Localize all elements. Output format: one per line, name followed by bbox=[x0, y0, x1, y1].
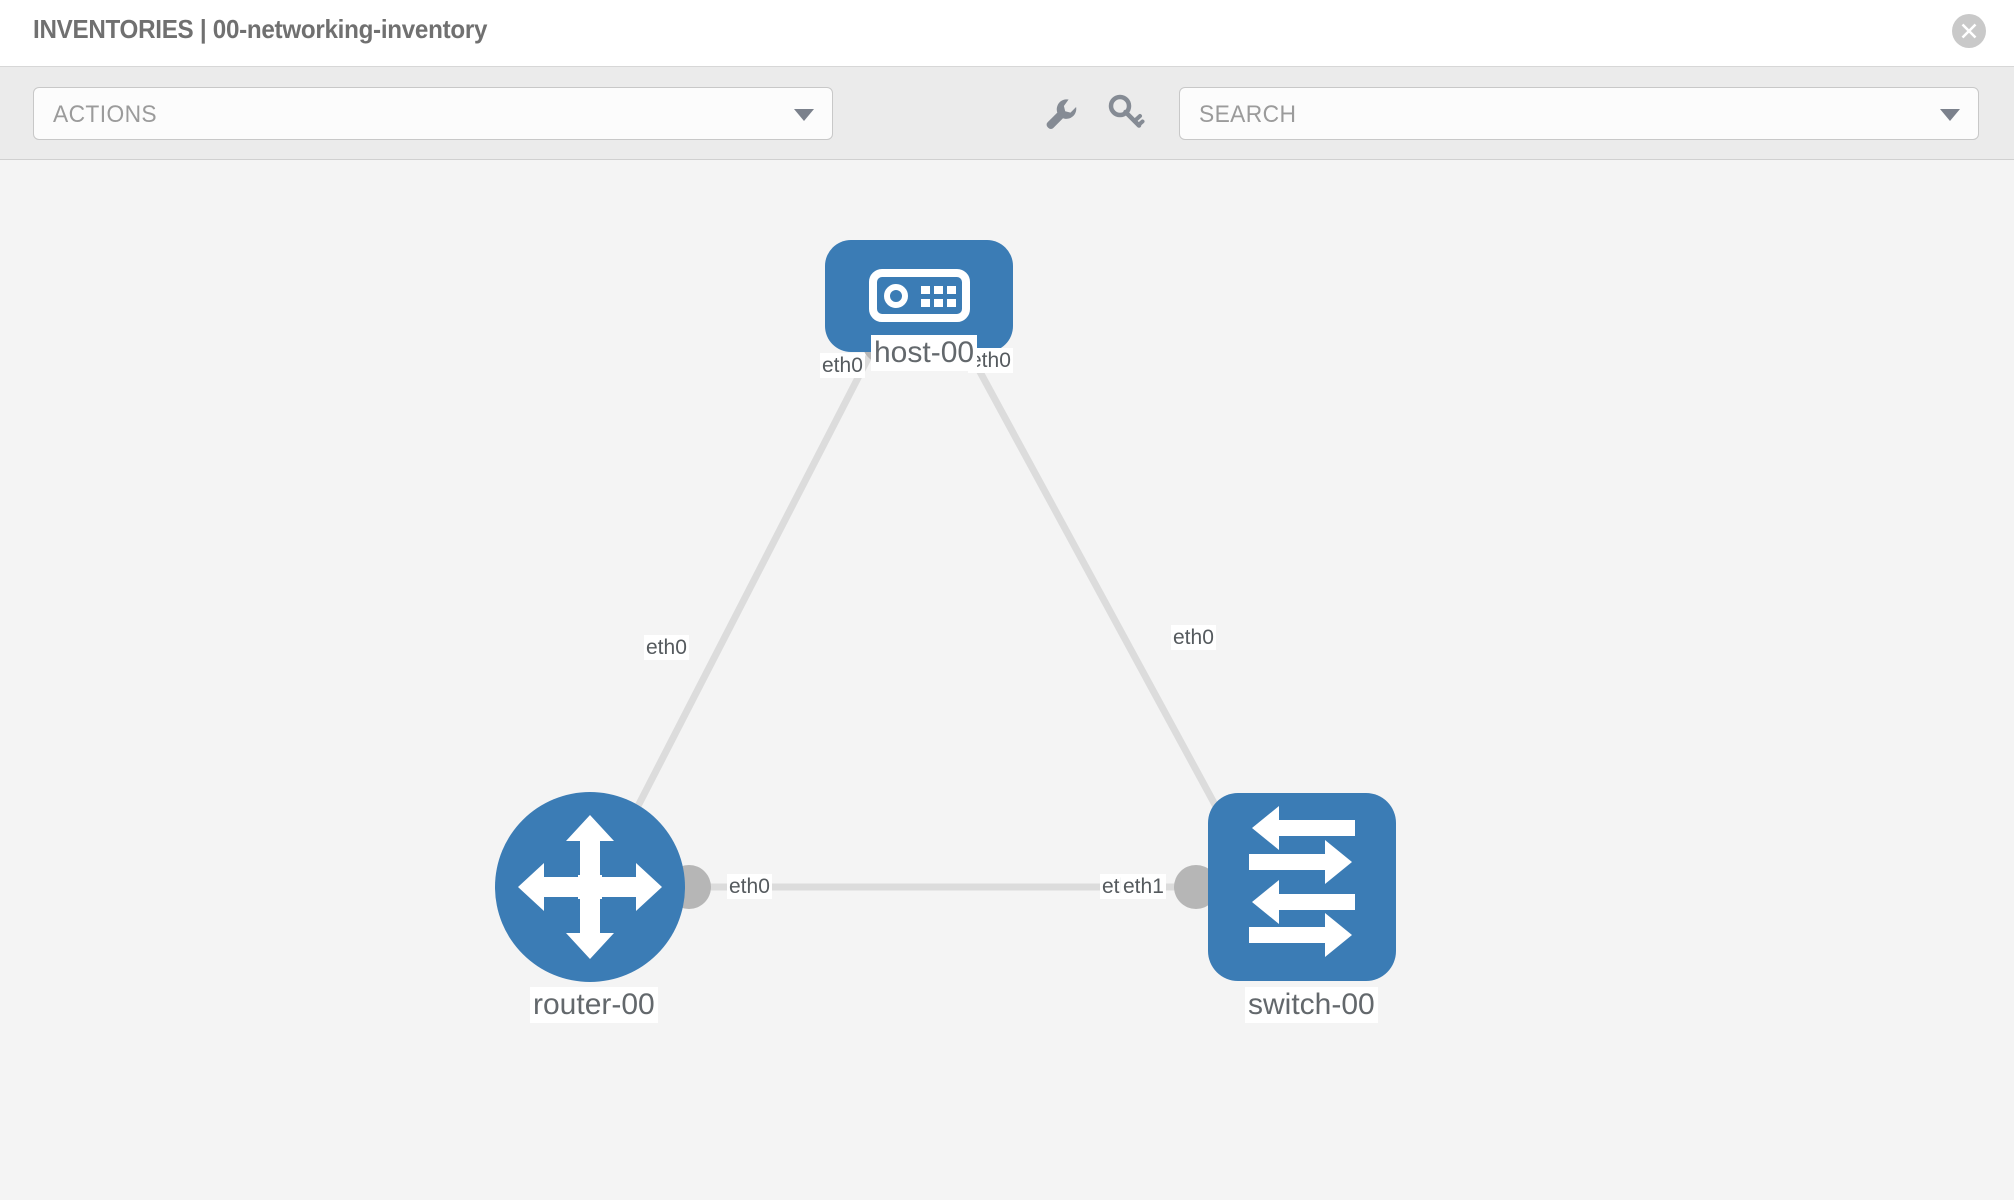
actions-dropdown-label: ACTIONS bbox=[53, 101, 158, 128]
iface-label[interactable]: eth0 bbox=[727, 874, 772, 899]
node-router-00[interactable] bbox=[495, 792, 685, 982]
chevron-down-icon bbox=[794, 109, 814, 121]
link-host00-router00[interactable] bbox=[596, 333, 884, 882]
search-chevron-down-icon[interactable] bbox=[1940, 109, 1960, 121]
page-header: INVENTORIES | 00-networking-inventory bbox=[0, 0, 2014, 67]
page-title: INVENTORIES | 00-networking-inventory bbox=[33, 14, 488, 44]
link-host00-switch00[interactable] bbox=[956, 333, 1249, 862]
search-placeholder: SEARCH bbox=[1199, 101, 1297, 128]
iface-label[interactable]: eth0 bbox=[644, 635, 689, 660]
close-icon bbox=[1961, 23, 1977, 39]
node-label-switch-00[interactable]: switch-00 bbox=[1245, 987, 1378, 1023]
wrench-icon bbox=[1046, 99, 1077, 129]
close-button[interactable] bbox=[1952, 14, 1986, 48]
topology-links bbox=[596, 333, 1249, 891]
actions-dropdown[interactable]: ACTIONS bbox=[33, 87, 833, 140]
key-button[interactable] bbox=[1104, 91, 1148, 135]
server-icon bbox=[869, 269, 970, 322]
node-label-host-00[interactable]: host-00 bbox=[871, 335, 978, 371]
iface-label[interactable]: eth0 bbox=[820, 353, 865, 378]
toolbar: ACTIONS SEARCH bbox=[0, 67, 2014, 160]
topology-graph bbox=[495, 240, 1396, 982]
wrench-button[interactable] bbox=[1038, 91, 1082, 135]
connector-switch00-west[interactable] bbox=[1174, 865, 1218, 909]
node-switch-00[interactable] bbox=[1208, 793, 1396, 981]
topology-connectors bbox=[667, 320, 1256, 909]
search-input[interactable]: SEARCH bbox=[1179, 87, 1979, 140]
switch-icon bbox=[1249, 806, 1355, 957]
node-host-00[interactable] bbox=[825, 240, 1013, 352]
iface-label[interactable]: eth0 bbox=[1171, 625, 1216, 650]
topology-canvas[interactable]: eth0 eth0 eth0 eth0 eth0 eth eth1 host-0… bbox=[0, 160, 2014, 1200]
router-icon bbox=[518, 815, 662, 959]
iface-label[interactable]: eth1 bbox=[1121, 874, 1166, 899]
key-icon bbox=[1108, 94, 1145, 128]
node-label-router-00[interactable]: router-00 bbox=[530, 987, 658, 1023]
